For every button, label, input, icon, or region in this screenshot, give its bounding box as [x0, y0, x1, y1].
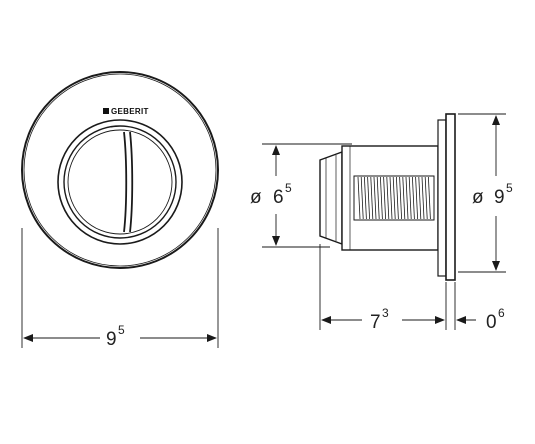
front-width-sup: 5 [118, 323, 125, 337]
button-face [67, 129, 173, 235]
button-ring-inner [63, 125, 177, 239]
plate-diameter-value: 9 [494, 187, 505, 208]
button-split-left [123, 131, 128, 233]
thread-line [402, 176, 406, 220]
cover-plate [437, 119, 447, 277]
thread-line [376, 176, 380, 220]
thread-line [367, 176, 370, 220]
thread-line [408, 176, 412, 220]
body-depth-value: 7 [370, 312, 381, 333]
thread-line [421, 176, 425, 220]
front-width-value: 9 [106, 329, 117, 350]
front-plate-outer [21, 71, 219, 269]
thread-line [386, 176, 390, 220]
body-diameter-prefix: ø [250, 187, 262, 208]
thread-line [360, 176, 364, 220]
thread-line [415, 176, 418, 220]
plate-diameter-sup: 5 [506, 181, 513, 195]
thread-line [383, 176, 386, 220]
plate-thickness-value: 0 [486, 312, 497, 333]
side-view [319, 113, 456, 281]
plate-diameter-prefix: ø [472, 187, 484, 208]
thread-line [405, 176, 409, 220]
thread-line [357, 176, 361, 220]
thread-line [373, 176, 377, 220]
depth-dimension [319, 244, 476, 330]
logo-text: GEBERIT [111, 107, 149, 116]
plate-diameter-dimension [458, 113, 506, 273]
body-depth-sup: 3 [382, 306, 389, 320]
thread-line [412, 176, 415, 220]
button-ring-outer [57, 119, 183, 245]
cover-plate-front [445, 113, 456, 281]
thread-line [428, 176, 431, 220]
thread-line [389, 176, 393, 220]
body-diameter-sup: 5 [285, 181, 292, 195]
thread-line [392, 176, 396, 220]
front-width-dimension [21, 228, 219, 348]
thread-line [380, 176, 383, 220]
geberit-logo: GEBERIT [103, 107, 149, 116]
body-diameter-value: 6 [273, 187, 284, 208]
thread-line [424, 176, 428, 220]
thread-line [418, 176, 422, 220]
thread-line [399, 176, 402, 220]
thread-line [370, 176, 374, 220]
thread-line [364, 176, 367, 220]
plate-thickness-sup: 6 [498, 306, 505, 320]
button-split-right [129, 131, 134, 233]
front-plate-inner [23, 73, 217, 267]
thread-lines [357, 176, 431, 220]
front-view [21, 71, 219, 269]
thread-line [396, 176, 399, 220]
body-diameter-dimension [262, 143, 352, 248]
button-cap [319, 151, 343, 245]
